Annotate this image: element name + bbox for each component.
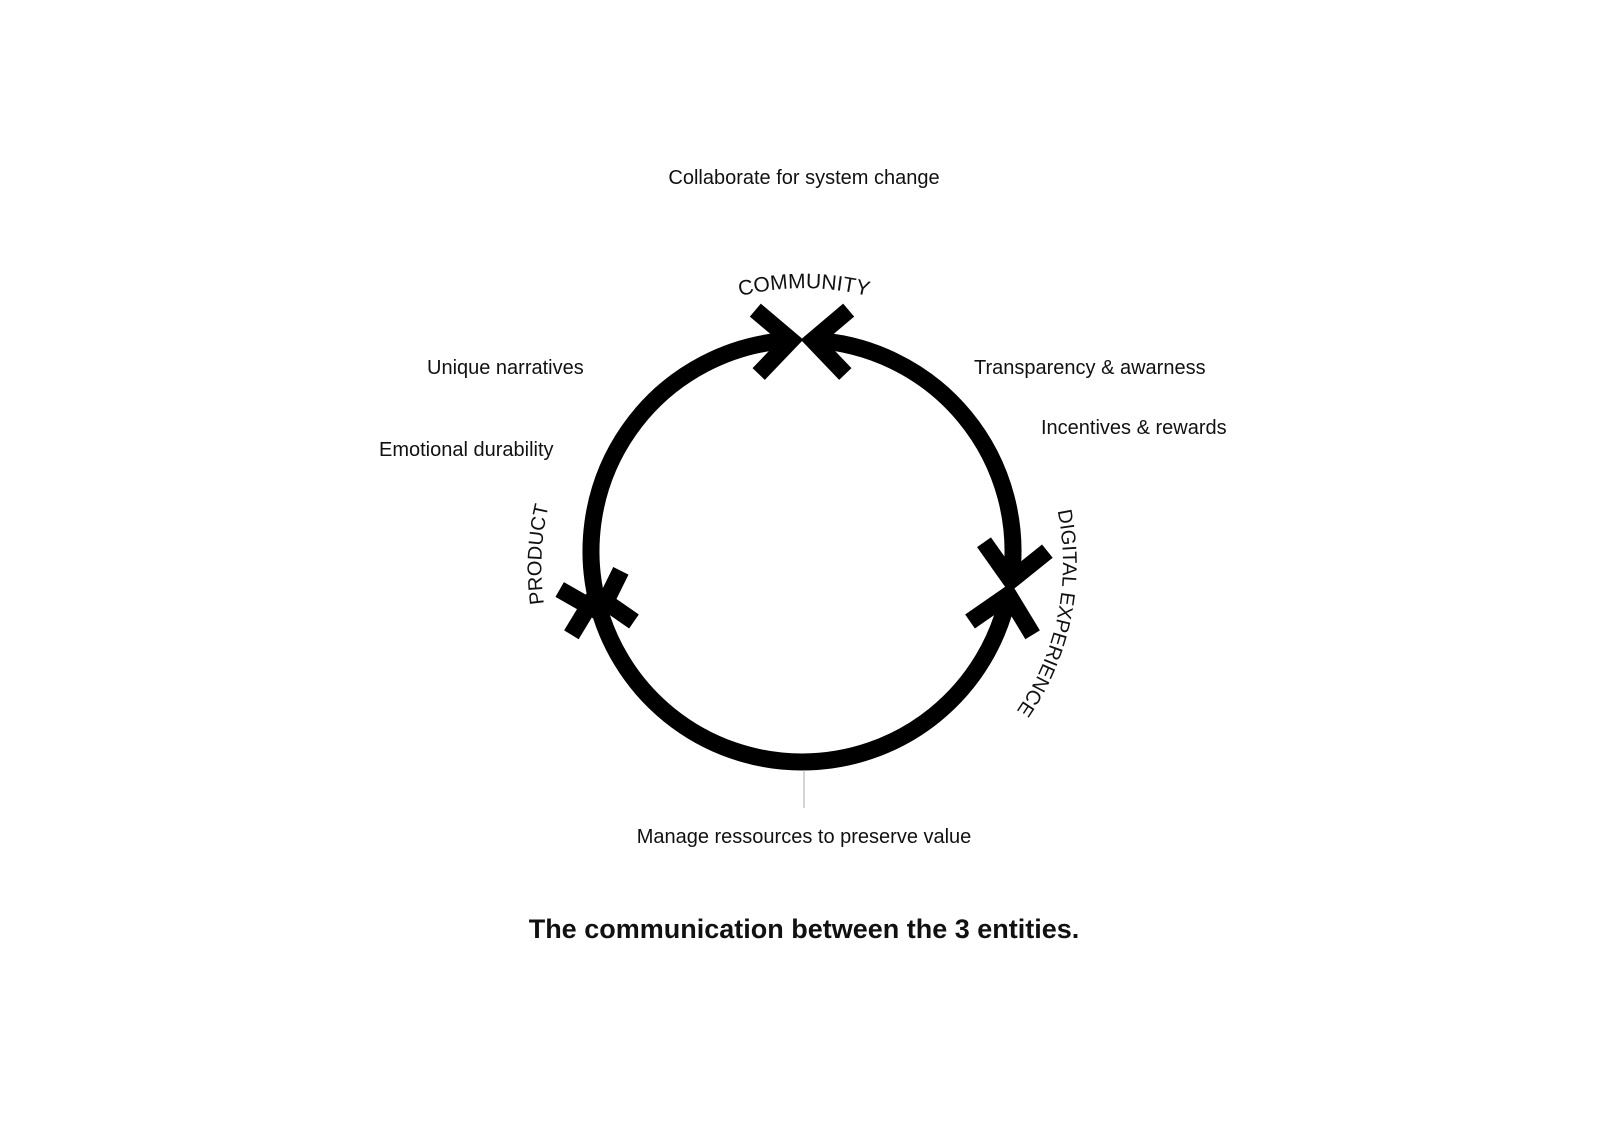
arrowhead-icon	[564, 582, 639, 640]
arc-community-product	[582, 331, 792, 616]
arrowhead-icon	[965, 582, 1040, 640]
annotation-emotional-durability: Emotional durability	[379, 439, 554, 461]
diagram-title: The communication between the 3 entities…	[528, 914, 1080, 944]
arrowhead-icon	[749, 303, 804, 380]
annotation-transparency: Transparency & awarness	[974, 357, 1206, 379]
node-community: COMMUNITY	[736, 270, 872, 301]
arc-community-digital	[812, 331, 1022, 582]
annotation-unique-narratives: Unique narratives	[427, 357, 584, 379]
arrowhead-icon	[800, 303, 855, 380]
annotation-manage-resources: Manage ressources to preserve value	[636, 826, 972, 848]
annotation-collaborate: Collaborate for system change	[668, 167, 940, 189]
annotation-incentives: Incentives & rewards	[1041, 417, 1227, 439]
arrowhead-icon	[977, 537, 1053, 593]
node-product: PRODUCT	[524, 502, 553, 606]
arc-product-digital	[587, 593, 1017, 771]
